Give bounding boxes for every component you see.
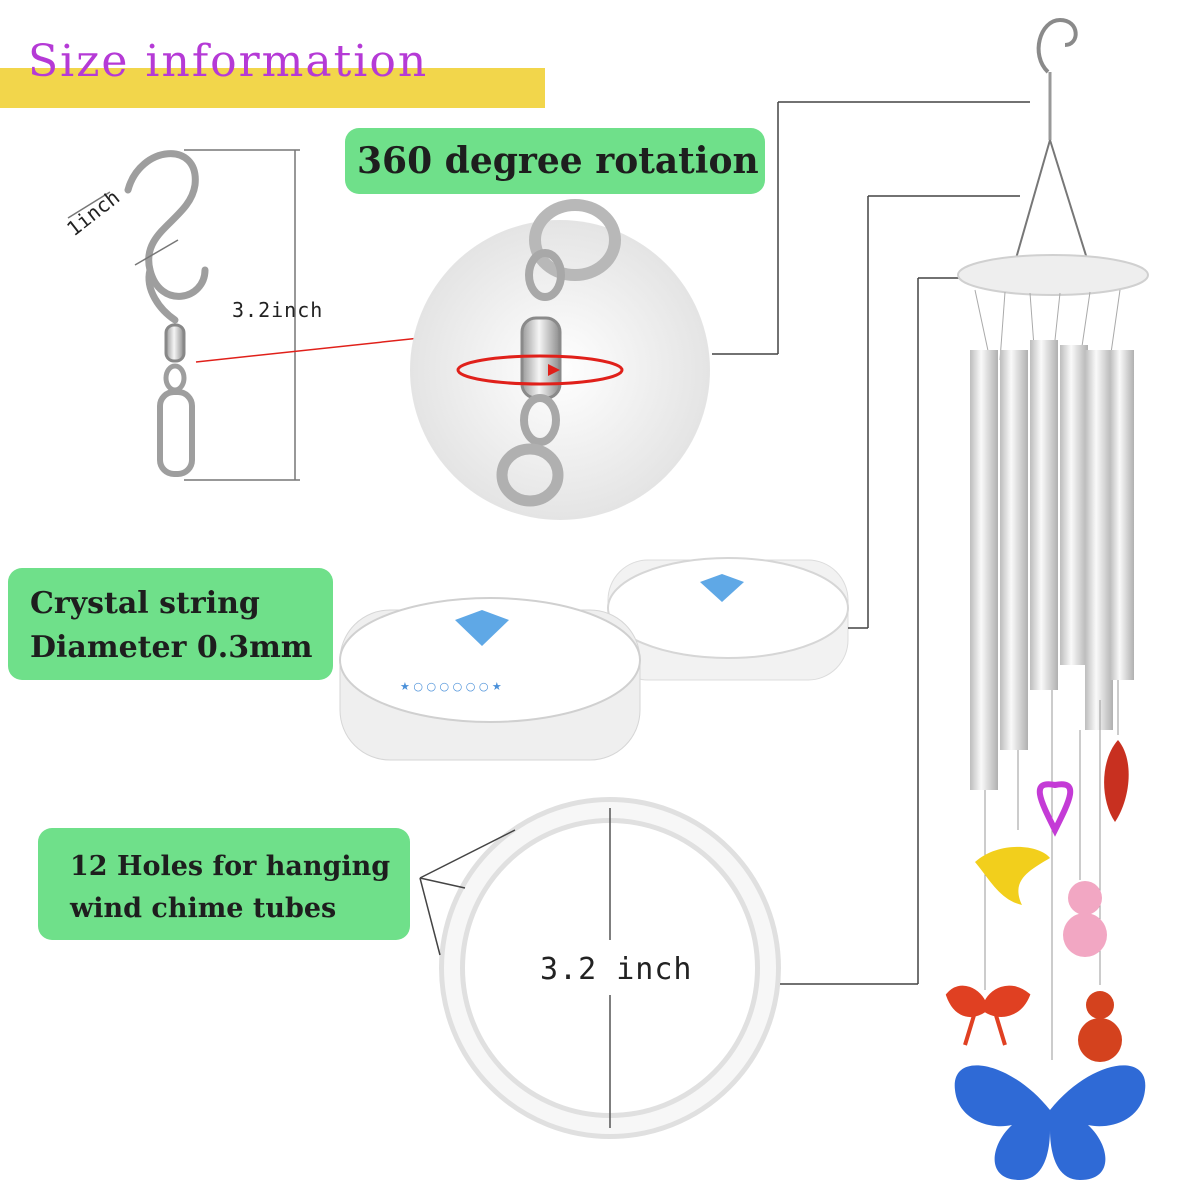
shell-charm-icon (1104, 740, 1129, 822)
dolphin-charm-icon (975, 846, 1050, 905)
string-callout: Crystal string Diameter 0.3mm (8, 568, 333, 680)
page-title: Size information (28, 36, 429, 87)
heart-charm-icon (1036, 781, 1074, 837)
bow-charm-icon (945, 985, 1031, 1046)
string-spool-icon: ★ ○ ○ ○ ○ ○ ○ ★ (339, 557, 849, 761)
pointer-line (195, 337, 421, 363)
rotation-callout-text: 360 degree rotation (357, 140, 759, 182)
small-bear-charm-icon (1078, 991, 1122, 1062)
hook-dimension-lines (67, 149, 300, 481)
s-hook-icon (124, 150, 209, 477)
string-callout-line2: Diameter 0.3mm (30, 630, 313, 665)
wind-chime-icon (945, 17, 1149, 1180)
holes-callout: 12 Holes for hanging wind chime tubes (38, 828, 410, 940)
butterfly-charm-icon (954, 1065, 1146, 1180)
swivel-zoom-circle (410, 199, 710, 520)
holes-callout-line2: wind chime tubes (70, 893, 337, 924)
hook-length-label: 3.2inch (232, 298, 324, 322)
hanging-ring-icon (439, 797, 781, 1139)
ring-diameter-label: 3.2 inch (540, 952, 693, 987)
svg-text:★ ○ ○ ○ ○ ○ ○ ★: ★ ○ ○ ○ ○ ○ ○ ★ (400, 680, 502, 693)
rotation-callout: 360 degree rotation (345, 128, 765, 194)
bear-charm-icon (1063, 881, 1107, 957)
holes-callout-line1: 12 Holes for hanging (70, 851, 391, 882)
rotation-arrow-icon (456, 354, 624, 386)
title-highlight-band (0, 68, 545, 108)
string-callout-line1: Crystal string (30, 586, 260, 621)
